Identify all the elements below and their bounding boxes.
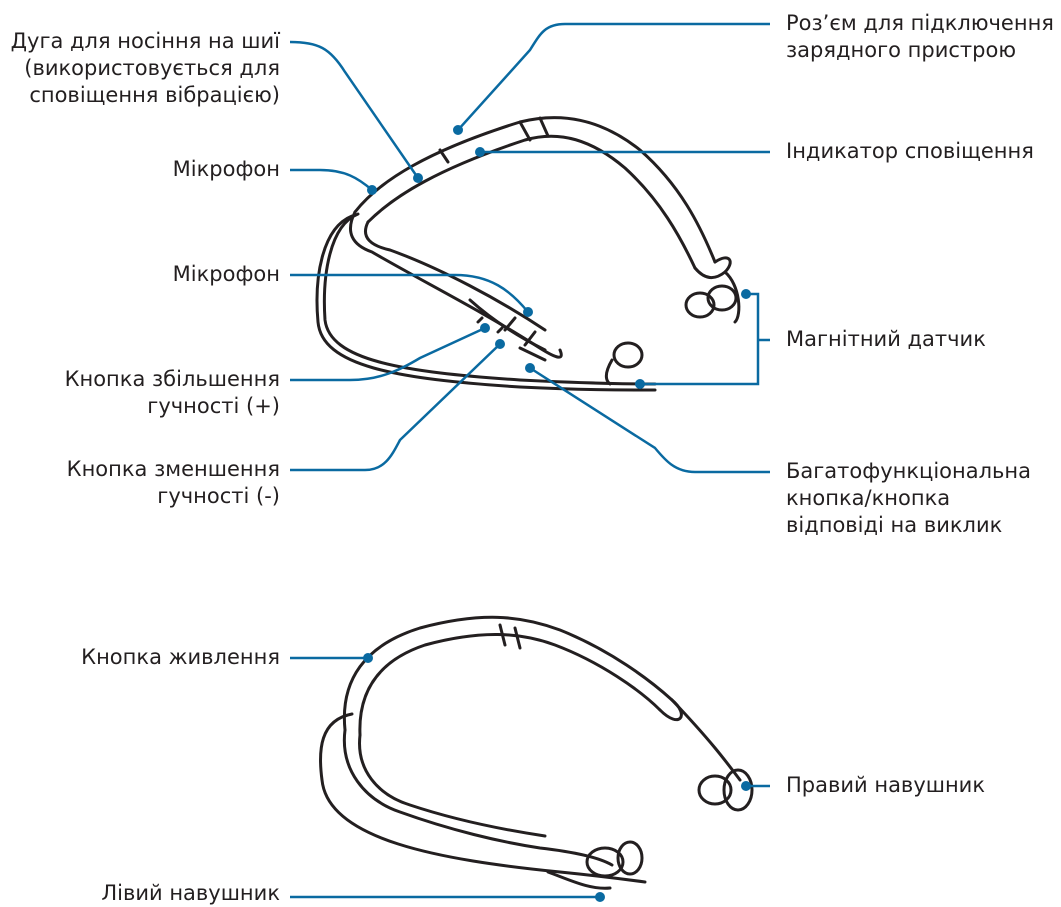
label-microphone-mid: Мікрофон — [173, 261, 280, 288]
label-charger-port-line1: Роз’єм для підключення — [786, 10, 1054, 37]
label-magnetic-sensor: Магнітний датчик — [786, 326, 986, 353]
leader-lines — [290, 24, 770, 897]
label-neck-band-line1: Дуга для носіння на шиї — [11, 28, 280, 55]
leader-dots — [363, 125, 751, 902]
label-multi-button: Багатофункціональна кнопка/кнопка відпов… — [786, 458, 1031, 539]
label-volume-up-line1: Кнопка збільшення — [65, 366, 280, 393]
label-neck-band: Дуга для носіння на шиї (використовуєтьс… — [11, 28, 280, 109]
label-volume-down-line2: гучності (-) — [67, 483, 280, 510]
label-volume-down-line1: Кнопка зменшення — [67, 456, 280, 483]
leader-vol-down — [290, 344, 500, 470]
label-right-earbud: Правий навушник — [786, 772, 985, 799]
label-neck-band-line2: (використовується для — [11, 55, 280, 82]
label-left-earbud: Лівий навушник — [101, 880, 280, 907]
leader-charger — [458, 24, 770, 130]
label-neck-band-line3: сповіщення вібрацією) — [11, 82, 280, 109]
headset-bottom-view — [320, 617, 752, 888]
label-charger-port: Роз’єм для підключення зарядного пристро… — [786, 10, 1054, 64]
label-multi-button-line1: Багатофункціональна — [786, 458, 1031, 485]
label-charger-port-line2: зарядного пристрою — [786, 37, 1054, 64]
leader-neck-band — [290, 42, 418, 178]
label-microphone-top: Мікрофон — [173, 156, 280, 183]
label-multi-button-line2: кнопка/кнопка — [786, 485, 1031, 512]
headset-top-view — [317, 118, 739, 390]
label-volume-up-line2: гучності (+) — [65, 393, 280, 420]
label-power-button: Кнопка живлення — [81, 644, 280, 671]
leader-mic-top — [290, 170, 372, 190]
label-multi-button-line3: відповіді на виклик — [786, 512, 1031, 539]
leader-magnet — [640, 294, 770, 384]
label-volume-up: Кнопка збільшення гучності (+) — [65, 366, 280, 420]
label-notification-light: Індикатор сповіщення — [786, 138, 1034, 165]
label-volume-down: Кнопка зменшення гучності (-) — [67, 456, 280, 510]
